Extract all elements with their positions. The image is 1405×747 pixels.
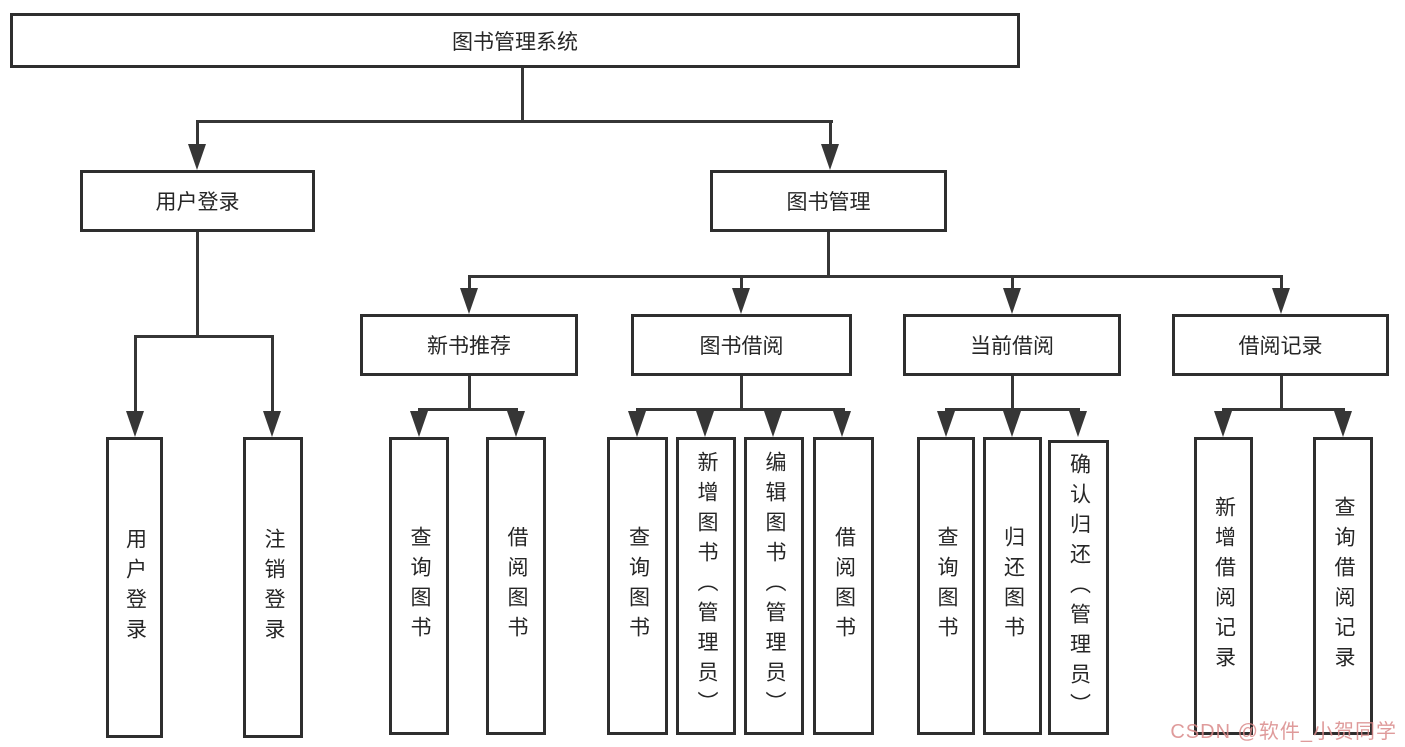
connector-line	[827, 232, 830, 275]
leaf-query-book-1: 查询图书	[389, 437, 449, 735]
node-new-book-recommend-label: 新书推荐	[427, 335, 511, 358]
connector-line	[1280, 275, 1283, 290]
node-book-management-label: 图书管理	[786, 191, 871, 214]
connector-line	[468, 275, 471, 290]
connector-line	[1011, 376, 1014, 408]
connector-line	[196, 232, 199, 335]
connector-line	[134, 335, 274, 338]
arrowhead-icon	[1003, 288, 1021, 314]
leaf-query-borrow-record: 查询借阅记录	[1313, 437, 1373, 735]
arrowhead-icon	[126, 411, 144, 437]
connector-line	[1011, 275, 1014, 290]
node-new-book-recommend: 新书推荐	[360, 314, 578, 376]
node-borrow-record-label: 借阅记录	[1238, 335, 1323, 358]
node-current-borrow: 当前借阅	[903, 314, 1121, 376]
leaf-borrow-book-1: 借阅图书	[486, 437, 546, 735]
node-book-borrow-label: 图书借阅	[699, 335, 784, 358]
node-book-management: 图书管理	[710, 170, 947, 232]
connector-line	[1222, 408, 1345, 411]
leaf-add-borrow-record: 新增借阅记录	[1194, 437, 1253, 735]
node-user-login: 用户登录	[80, 170, 315, 232]
connector-line	[829, 120, 832, 146]
leaf-query-book-1-label: 查询图书	[408, 526, 431, 646]
leaf-query-book-2: 查询图书	[607, 437, 668, 735]
leaf-borrow-book-2: 借阅图书	[813, 437, 874, 735]
arrowhead-icon	[460, 288, 478, 314]
leaf-add-borrow-record-label: 新增借阅记录	[1212, 496, 1236, 676]
leaf-logout: 注销登录	[243, 437, 303, 738]
arrowhead-icon	[1334, 411, 1352, 437]
connector-line	[740, 376, 743, 408]
leaf-borrow-book-2-label: 借阅图书	[832, 526, 856, 646]
connector-line	[271, 335, 274, 413]
connector-line	[196, 120, 199, 146]
arrowhead-icon	[188, 144, 206, 170]
connector-line	[418, 408, 518, 411]
leaf-add-book-admin: 新增图书（管理员）	[676, 437, 736, 735]
arrowhead-icon	[1003, 411, 1021, 437]
arrowhead-icon	[1272, 288, 1290, 314]
leaf-query-book-2-label: 查询图书	[626, 526, 650, 646]
leaf-user-login: 用户登录	[106, 437, 163, 738]
node-system-label: 图书管理系统	[452, 30, 578, 54]
leaf-user-login-label: 用户登录	[123, 527, 147, 648]
csdn-watermark: CSDN @软件_小贺同学	[1170, 721, 1397, 743]
leaf-edit-book-admin-label: 编辑图书（管理员）	[763, 451, 786, 721]
node-book-borrow: 图书借阅	[631, 314, 852, 376]
leaf-borrow-book-1-label: 借阅图书	[505, 526, 528, 646]
arrowhead-icon	[732, 288, 750, 314]
leaf-logout-label: 注销登录	[262, 527, 285, 648]
arrowhead-icon	[821, 144, 839, 170]
arrowhead-icon	[1214, 411, 1232, 437]
leaf-query-book-3-label: 查询图书	[935, 526, 958, 646]
connector-line	[521, 68, 524, 120]
node-borrow-record: 借阅记录	[1172, 314, 1389, 376]
leaf-confirm-return-admin-label: 确认归还（管理员）	[1067, 452, 1091, 723]
arrowhead-icon	[628, 411, 646, 437]
arrowhead-icon	[410, 411, 428, 437]
leaf-return-book-label: 归还图书	[1001, 526, 1025, 646]
connector-line	[196, 120, 833, 123]
arrowhead-icon	[1069, 411, 1087, 437]
arrowhead-icon	[507, 411, 525, 437]
arrowhead-icon	[764, 411, 782, 437]
connector-line	[1280, 376, 1283, 408]
connector-line	[468, 275, 1283, 278]
arrowhead-icon	[263, 411, 281, 437]
node-system: 图书管理系统	[10, 13, 1020, 68]
connector-line	[636, 408, 845, 411]
leaf-return-book: 归还图书	[983, 437, 1042, 735]
arrowhead-icon	[696, 411, 714, 437]
node-current-borrow-label: 当前借阅	[970, 335, 1054, 358]
leaf-edit-book-admin: 编辑图书（管理员）	[744, 437, 804, 735]
connector-line	[468, 376, 471, 408]
connector-line	[134, 335, 137, 413]
arrowhead-icon	[937, 411, 955, 437]
leaf-query-borrow-record-label: 查询借阅记录	[1332, 496, 1355, 676]
leaf-query-book-3: 查询图书	[917, 437, 975, 735]
arrowhead-icon	[833, 411, 851, 437]
leaf-confirm-return-admin: 确认归还（管理员）	[1048, 440, 1109, 735]
connector-line	[740, 275, 743, 290]
node-user-login-label: 用户登录	[155, 191, 240, 214]
leaf-add-book-admin-label: 新增图书（管理员）	[695, 451, 718, 721]
